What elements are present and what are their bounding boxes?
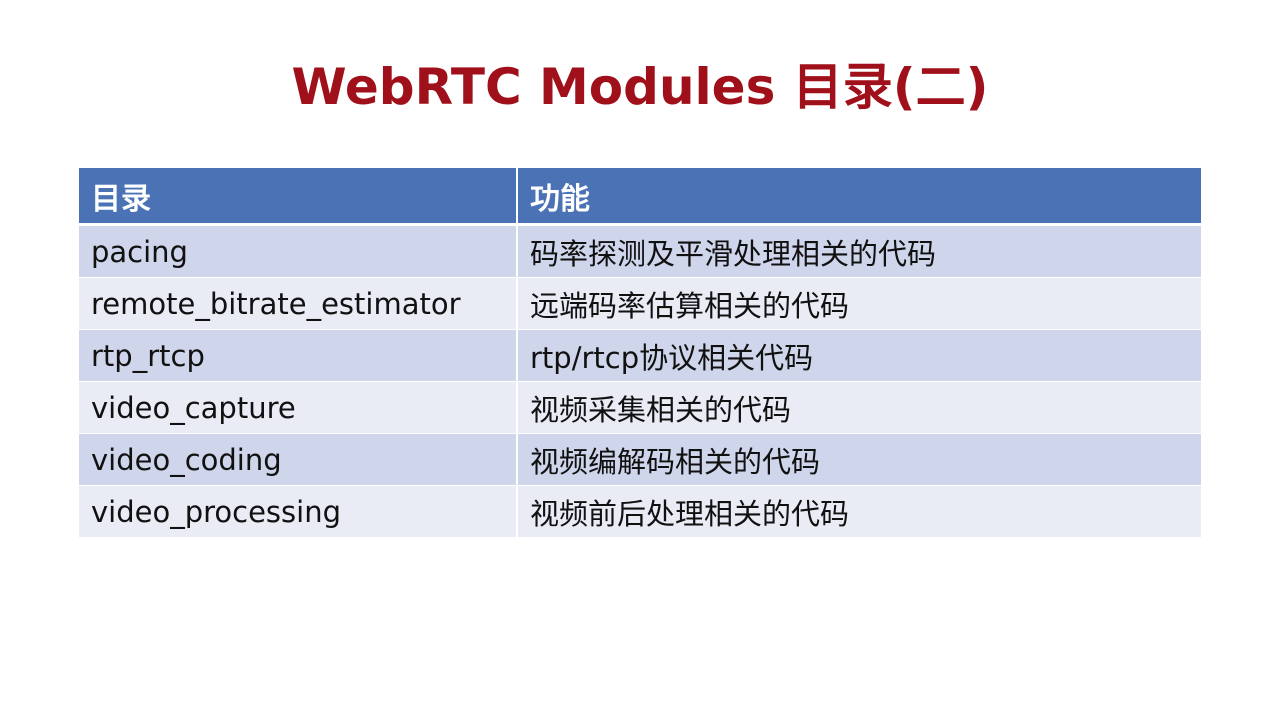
table-row: pacing 码率探测及平滑处理相关的代码: [79, 226, 1201, 278]
cell-function: 视频编解码相关的代码: [518, 434, 1201, 486]
cell-function: rtp/rtcp协议相关代码: [518, 330, 1201, 382]
cell-directory: video_coding: [79, 434, 518, 486]
cell-directory: pacing: [79, 226, 518, 278]
cell-function: 视频采集相关的代码: [518, 382, 1201, 434]
cell-function: 远端码率估算相关的代码: [518, 278, 1201, 330]
table-row: video_processing 视频前后处理相关的代码: [79, 486, 1201, 538]
slide-title: WebRTC Modules 目录(二): [291, 58, 989, 116]
table-header-row: 目录 功能: [79, 168, 1201, 226]
cell-directory: video_capture: [79, 382, 518, 434]
table-row: remote_bitrate_estimator 远端码率估算相关的代码: [79, 278, 1201, 330]
cell-directory: remote_bitrate_estimator: [79, 278, 518, 330]
header-function: 功能: [518, 168, 1201, 226]
cell-directory: video_processing: [79, 486, 518, 538]
cell-function: 码率探测及平滑处理相关的代码: [518, 226, 1201, 278]
modules-table: 目录 功能 pacing 码率探测及平滑处理相关的代码 remote_bitra…: [79, 168, 1201, 538]
table-row: video_coding 视频编解码相关的代码: [79, 434, 1201, 486]
cell-function: 视频前后处理相关的代码: [518, 486, 1201, 538]
table-row: rtp_rtcp rtp/rtcp协议相关代码: [79, 330, 1201, 382]
header-directory: 目录: [79, 168, 518, 226]
cell-directory: rtp_rtcp: [79, 330, 518, 382]
table-row: video_capture 视频采集相关的代码: [79, 382, 1201, 434]
